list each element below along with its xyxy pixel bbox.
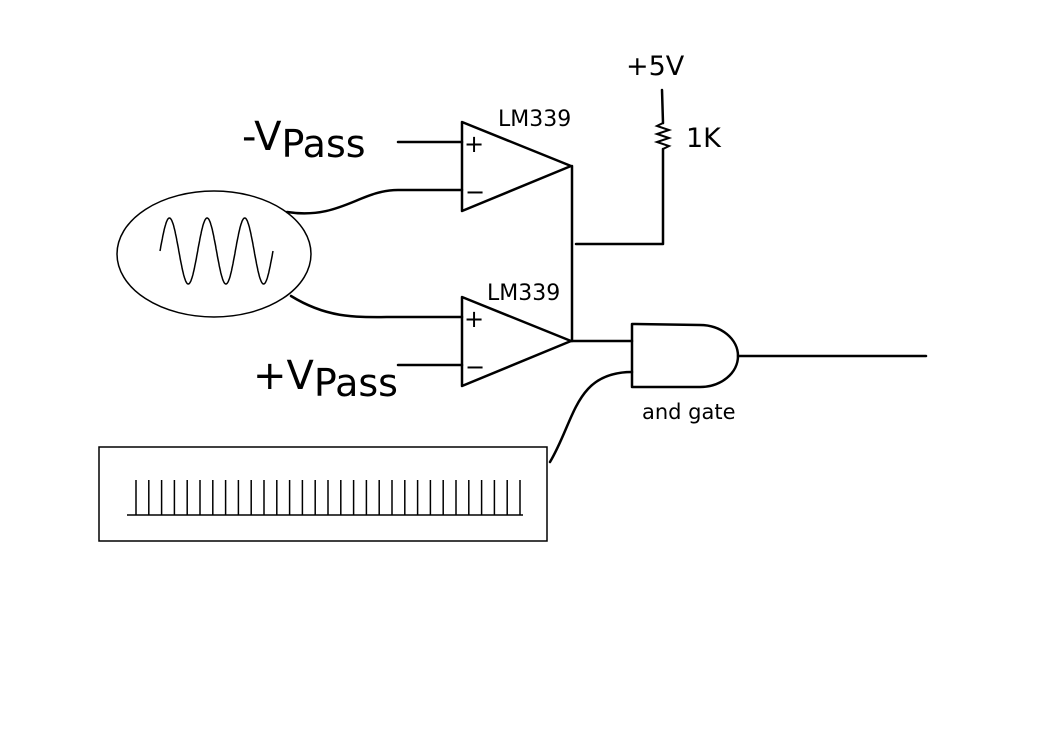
pulse-train-source: [98, 446, 548, 542]
comparator-bottom-minus-sign: −: [465, 353, 485, 381]
comparator-top-minus-sign: −: [465, 178, 485, 206]
pulse-ticks: [135, 480, 521, 515]
supply-voltage-label: +5V: [626, 51, 685, 82]
wire-pullup-to-output: [574, 147, 665, 246]
comparator-top-plus-sign: +: [464, 130, 484, 158]
source-ellipse: [116, 190, 312, 318]
comparator-bottom-input-main: +V: [253, 353, 315, 399]
comparator-top-input-main: -V: [242, 114, 282, 160]
comparator-top-input-label: -VPass: [242, 114, 366, 166]
pullup-resistor: +5V 1K: [626, 51, 722, 154]
comparator-bottom-input-sub: Pass: [314, 361, 398, 405]
wire-source-to-bottom-plus: [289, 294, 464, 319]
resistor-zigzag-icon: [653, 122, 673, 150]
and-gate-label: and gate: [642, 400, 736, 424]
comparator-bottom-input-label: +VPass: [253, 353, 398, 405]
resistor-value-label: 1K: [686, 123, 722, 154]
and-gate: and gate: [630, 322, 740, 424]
comparator-bottom-part-label: LM339: [487, 281, 560, 306]
and-gate-symbol: [630, 322, 740, 389]
wire-supply-to-resistor: [660, 88, 665, 125]
comparator-bottom-plus-sign: +: [464, 305, 484, 333]
wire-source-to-top-minus: [285, 188, 464, 215]
comparator-top: LM339 + − -VPass: [242, 107, 573, 213]
wires: [285, 88, 928, 464]
comparator-bottom: LM339 + − +VPass: [253, 281, 573, 405]
comparator-bottom-triangle: [460, 295, 573, 388]
comparator-top-input-sub: Pass: [281, 122, 365, 166]
sine-wave-source: [116, 190, 312, 318]
comparator-top-part-label: LM339: [498, 107, 571, 132]
comparator-top-triangle: [460, 120, 573, 213]
pulse-train-box: [98, 446, 548, 542]
wire-pulse-to-gate: [548, 370, 634, 464]
sine-wave-icon: [159, 217, 274, 285]
